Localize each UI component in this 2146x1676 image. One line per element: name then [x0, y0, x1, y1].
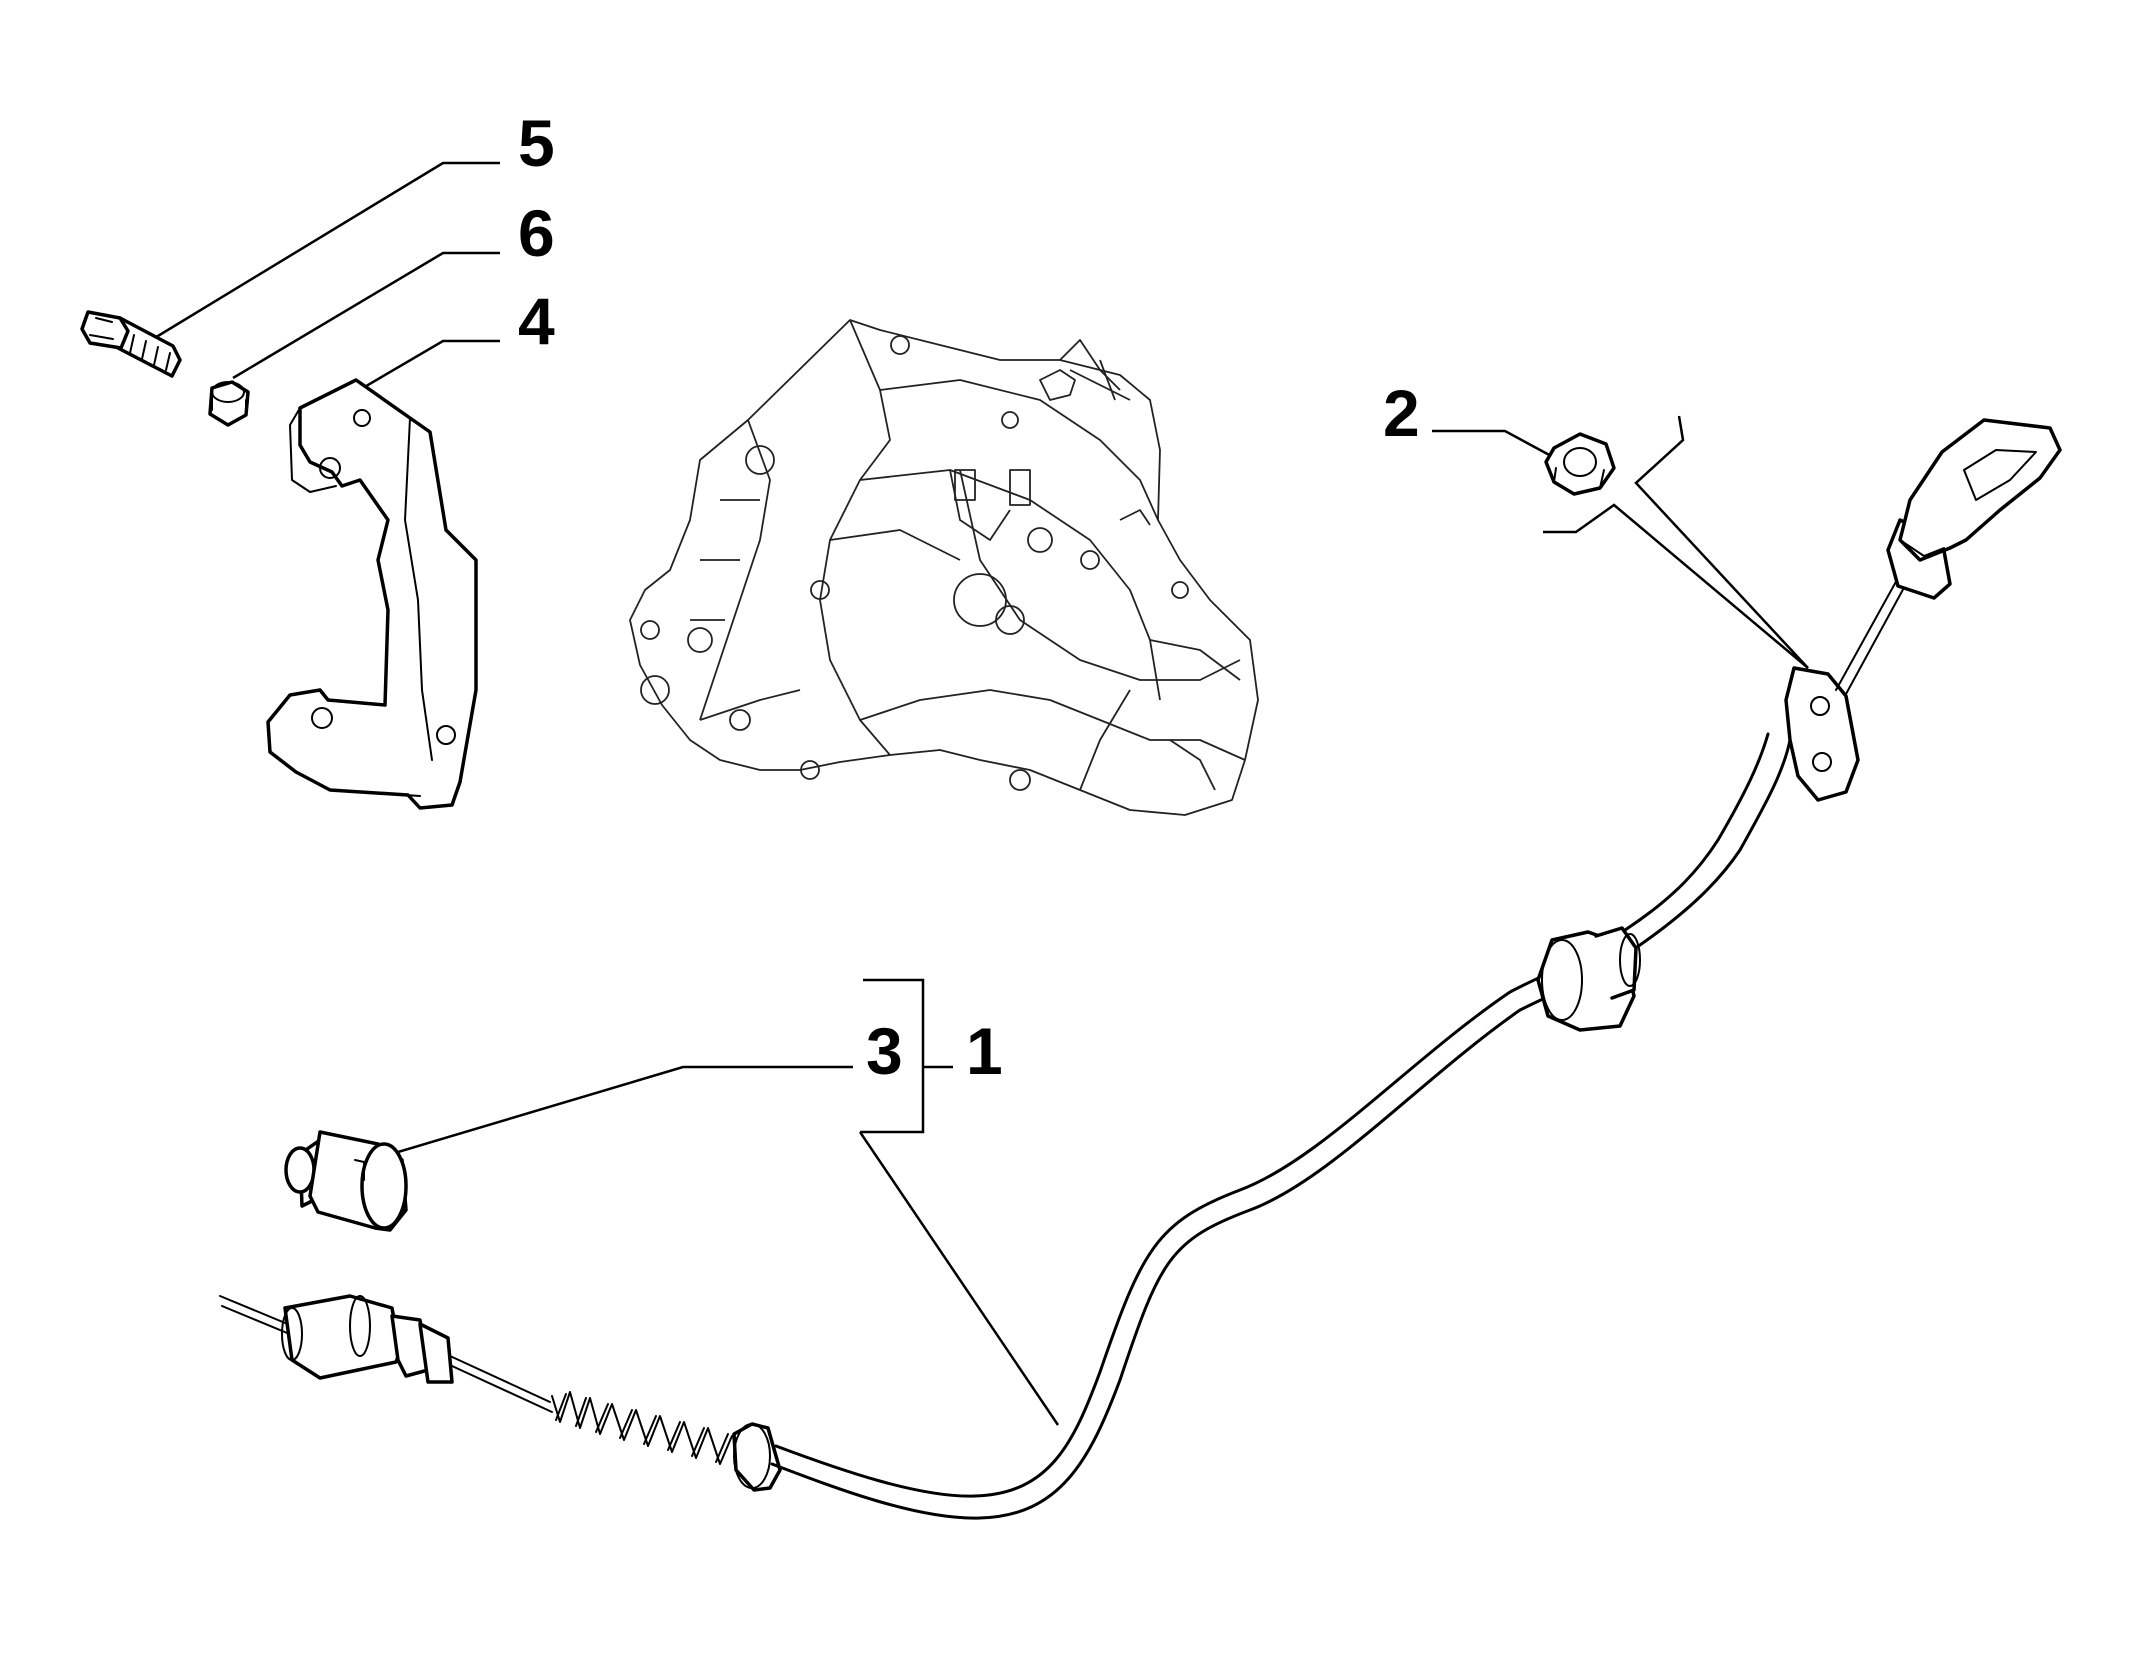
bracket-part-4[interactable] — [266, 378, 478, 810]
leader-line-2-branch-b — [1543, 503, 1809, 669]
leader-line-5 — [147, 161, 500, 344]
bolt-part-5[interactable] — [80, 310, 182, 378]
cable-spring — [551, 1391, 733, 1465]
rubber-bush-part-3[interactable] — [284, 1130, 408, 1232]
callout-label-2[interactable]: 2 — [1383, 376, 1420, 450]
callout-label-1[interactable]: 1 — [966, 1014, 1003, 1088]
clutch-cable-part-1[interactable] — [219, 418, 2062, 1520]
cable-inner-wire — [219, 1295, 291, 1326]
leader-line-6 — [232, 251, 500, 380]
callout-label-3[interactable]: 3 — [866, 1014, 903, 1088]
group-bracket — [860, 978, 925, 1134]
nut-part-2[interactable] — [1544, 432, 1616, 496]
leader-line-1 — [858, 1131, 1060, 1426]
callout-label-4[interactable]: 4 — [518, 284, 555, 358]
leader-lines — [147, 161, 1809, 1426]
washer-part-6[interactable] — [208, 380, 250, 427]
callout-label-6[interactable]: 6 — [518, 196, 555, 270]
leader-line-2-branch-a — [1634, 415, 1809, 669]
gearbox-illustration — [629, 319, 1259, 816]
leader-line-2 — [1432, 429, 1567, 466]
leader-line-3 — [387, 1065, 853, 1157]
leader-line-4 — [355, 339, 500, 394]
callout-label-5[interactable]: 5 — [518, 106, 555, 180]
